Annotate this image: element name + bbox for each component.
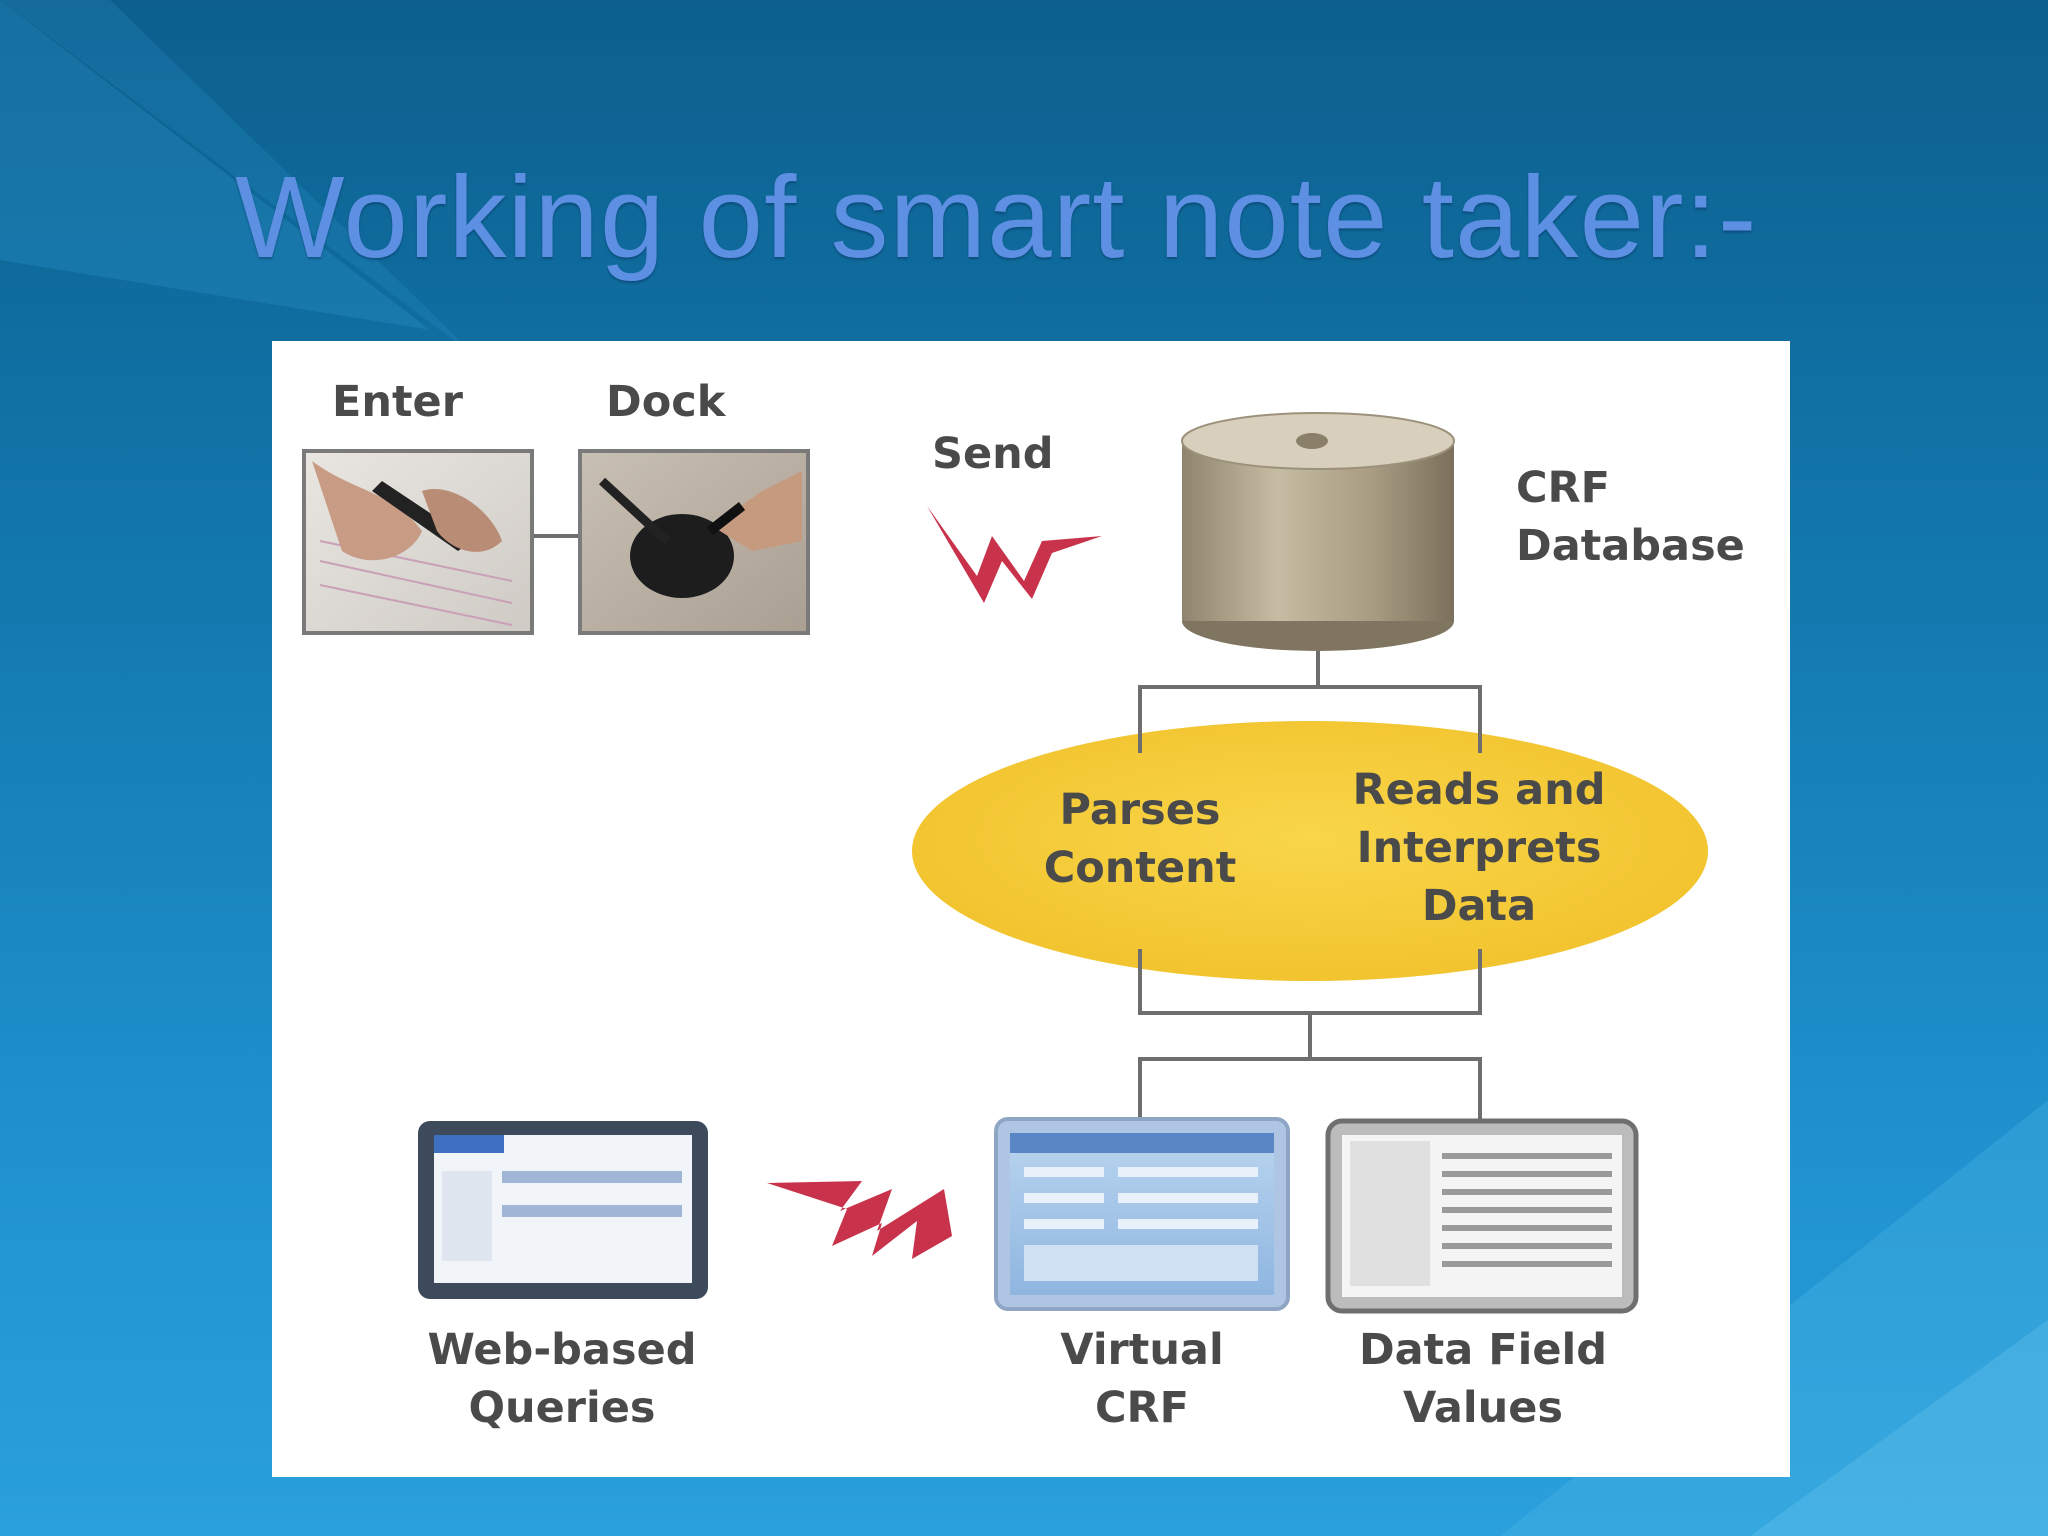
database-label-line1: CRF: [1516, 463, 1611, 513]
database-label-line2: Database: [1516, 521, 1745, 571]
output-crf-line1: Virtual: [1060, 1325, 1224, 1375]
process-left-line1: Parses: [1059, 785, 1221, 835]
process-right-line2: Interprets: [1356, 823, 1602, 873]
ellipse-inner-ticks: [1138, 724, 1482, 979]
slide-title: Working of smart note taker:-: [235, 152, 1758, 282]
dock-label: Dock: [606, 377, 726, 427]
tree-connectors: [1138, 651, 1482, 1126]
send-lightning-icon: [927, 506, 1102, 603]
output-queries-line1: Web-based: [427, 1325, 697, 1375]
output-values-line2: Values: [1402, 1383, 1564, 1433]
output-queries-line2: Queries: [468, 1383, 656, 1433]
query-lightning-icon: [767, 1181, 952, 1259]
process-ellipse: [912, 721, 1708, 981]
virtual-crf-screen-icon: [994, 1117, 1290, 1311]
output-values-line1: Data Field: [1358, 1325, 1608, 1375]
diagram-graphics: [302, 412, 1708, 1314]
send-label: Send: [932, 429, 1054, 479]
database-cylinder-icon: [1181, 412, 1455, 651]
diagram-figure: Enter Dock Send CRF Database Parses Cont…: [272, 341, 1790, 1477]
output-crf-line2: CRF: [1094, 1383, 1190, 1433]
enter-photo-icon: [302, 449, 534, 635]
enter-label: Enter: [332, 377, 463, 427]
dock-photo-icon: [578, 449, 810, 635]
web-queries-monitor-icon: [418, 1121, 708, 1299]
process-right-line3: Data: [1421, 881, 1537, 931]
data-field-values-screen-icon: [1325, 1118, 1639, 1314]
process-right-line1: Reads and: [1352, 765, 1606, 815]
process-left-line2: Content: [1043, 843, 1237, 893]
